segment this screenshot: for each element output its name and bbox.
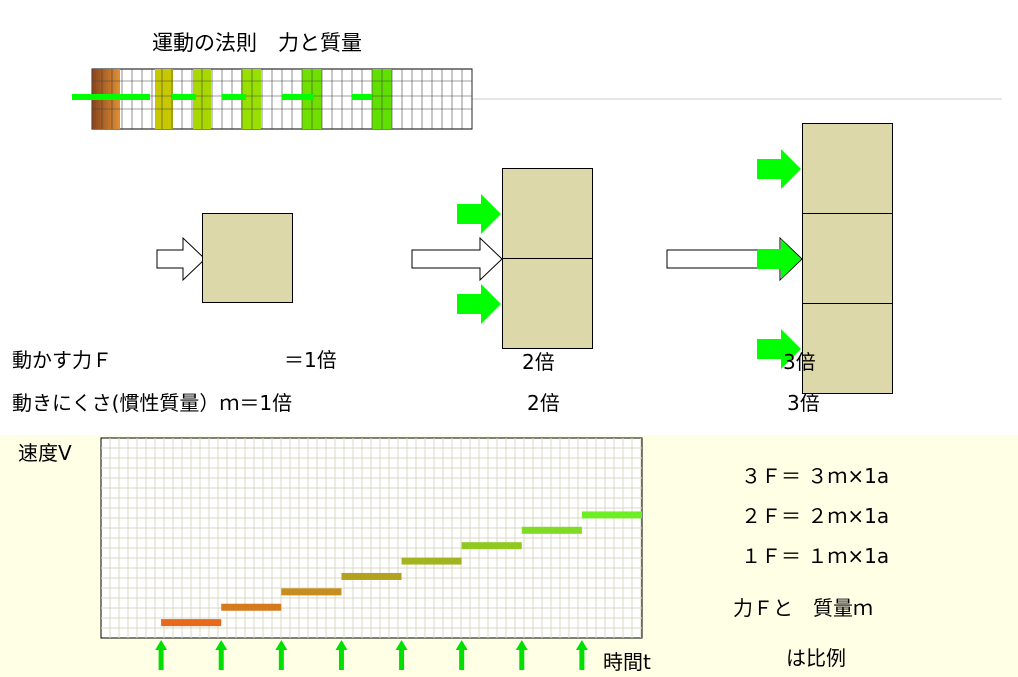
strip-position-band — [155, 69, 173, 129]
green-arrow-icon — [757, 329, 801, 369]
push-marker-stem — [158, 648, 164, 670]
mass-block-1 — [202, 213, 293, 303]
mass-value-2: 2倍 — [527, 391, 560, 415]
force-value-3: 3倍 — [783, 350, 816, 374]
conclusion-line-2: は比例 — [786, 646, 846, 670]
push-marker-arrow-icon — [215, 640, 228, 650]
push-marker-arrow-icon — [515, 640, 528, 650]
velocity-step — [341, 572, 402, 580]
y-axis-label: 速度V — [18, 441, 72, 465]
conclusion-line-1: 力Ｆと 質量ｍ — [733, 596, 873, 620]
velocity-step — [221, 603, 282, 611]
push-marker-arrow-icon — [395, 640, 408, 650]
velocity-step — [161, 619, 222, 627]
green-arrow-icon — [457, 194, 501, 234]
equation-3f: ３Ｆ＝ ３ｍ×1a — [741, 464, 890, 488]
velocity-step — [281, 588, 342, 596]
mass-block-2b — [502, 258, 593, 349]
push-marker-arrow-icon — [575, 640, 588, 650]
mass-block-2a — [502, 168, 593, 259]
mass-value-3: 3倍 — [787, 391, 820, 415]
push-marker-stem — [399, 648, 405, 670]
velocity-step — [401, 557, 462, 565]
push-marker-arrow-icon — [335, 640, 348, 650]
mass-label: 動きにくさ(慣性質量）ｍ＝1倍 — [12, 391, 293, 415]
equation-2f: ２Ｆ＝ ２ｍ×1a — [741, 504, 890, 528]
mass-block-3c — [802, 303, 893, 394]
push-marker-arrow-icon — [155, 640, 168, 650]
green-arrow-icon — [757, 149, 801, 189]
velocity-step — [521, 526, 582, 534]
x-axis-label: 時間t — [603, 650, 651, 674]
push-marker-stem — [338, 648, 344, 670]
push-marker-stem — [218, 648, 224, 670]
velocity-step — [461, 542, 522, 550]
hollow-arrow-1 — [156, 236, 206, 282]
push-marker-stem — [579, 648, 585, 670]
push-marker-arrow-icon — [275, 640, 288, 650]
green-arrow-icon — [457, 284, 501, 324]
force-value-2: 2倍 — [522, 350, 555, 374]
hollow-arrow-2 — [411, 236, 503, 282]
velocity-step — [581, 511, 642, 519]
page-title: 運動の法則 力と質量 — [152, 31, 362, 55]
push-marker-stem — [459, 648, 465, 670]
green-arrow-icon — [757, 239, 801, 279]
hollow-arrow-3 — [666, 236, 803, 282]
mass-block-3b — [802, 213, 893, 304]
equation-1f: １Ｆ＝ １ｍ×1a — [741, 544, 890, 568]
force-value-1: ＝1倍 — [284, 348, 337, 372]
push-marker-stem — [519, 648, 525, 670]
force-label: 動かす力Ｆ — [12, 348, 112, 372]
push-marker-stem — [278, 648, 284, 670]
push-marker-arrow-icon — [455, 640, 468, 650]
motion-strip-illustration — [72, 68, 1002, 130]
strip-position-band — [241, 69, 261, 129]
